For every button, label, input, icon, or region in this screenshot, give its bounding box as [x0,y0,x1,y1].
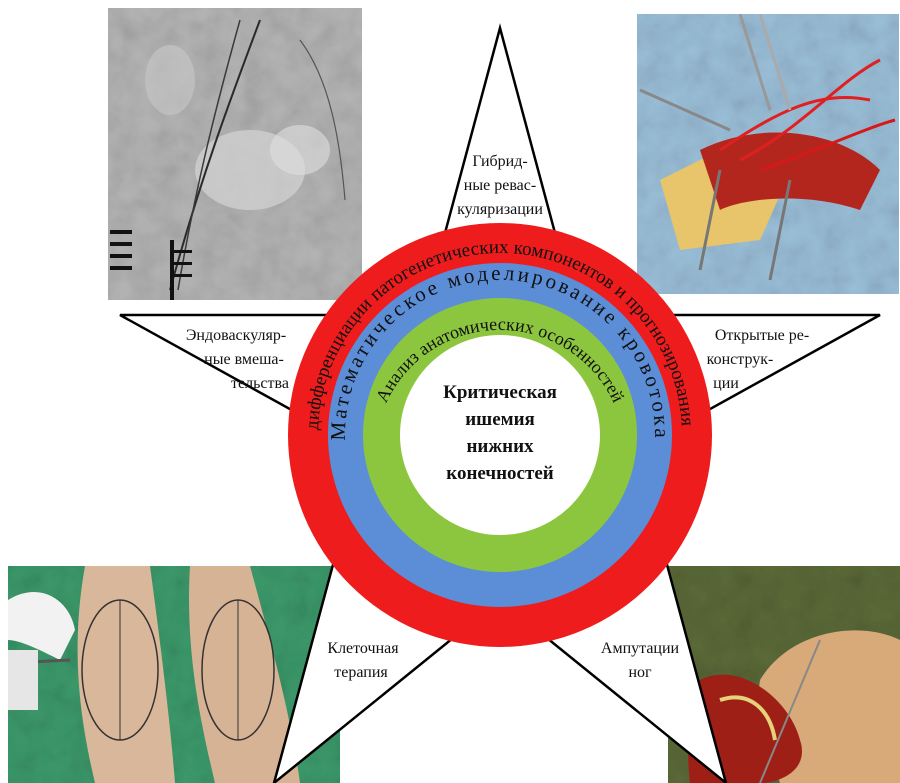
photo-open-surgery [637,14,899,294]
photo-angiography [108,8,362,300]
ray-top-line-3: куляризации [457,201,543,218]
ray-top-line-1: Гибрид- [472,153,527,170]
ray-bottom-left-line-2: терапия [334,664,388,681]
ray-left-line-2: ные вмеша- [204,351,284,368]
center-line-2: ишемия [465,409,535,430]
ray-left-line-3: тельства [231,375,289,392]
ray-bottom-left-line-1: Клеточная [327,640,399,657]
ray-right-line-3: ции [713,375,739,392]
center-line-3: нижних [466,436,534,457]
ray-top-line-2: ные ревас- [464,177,536,194]
center-line-1: Критическая [443,382,557,403]
ray-bottom-right-line-2: ног [628,664,652,681]
center-line-4: конечностей [446,463,553,484]
ray-right-line-2: конструк- [707,351,774,368]
ray-left-line-1: Эндоваскуляр- [186,327,286,344]
center-circle [400,335,600,535]
ray-bottom-right-line-1: Ампутации [601,640,680,657]
ray-right-line-1: Открытые ре- [715,327,809,344]
